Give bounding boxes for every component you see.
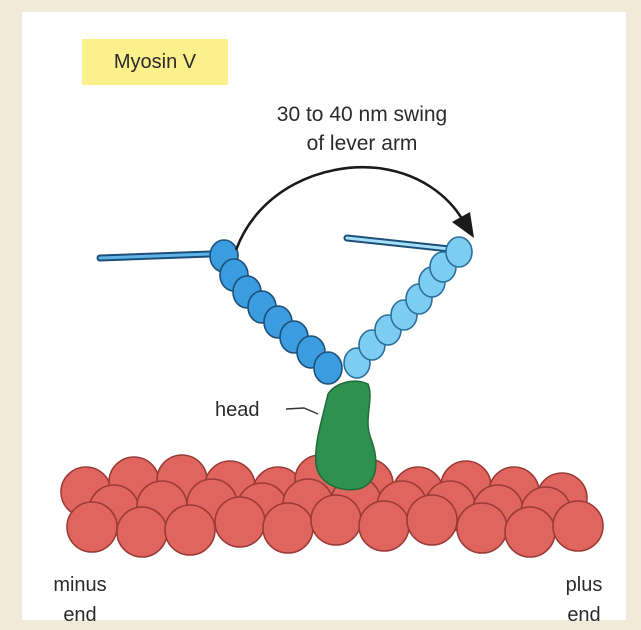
actin-subunit	[263, 503, 313, 553]
right-lever-arm	[344, 237, 472, 378]
lever-bead	[314, 352, 342, 384]
minus-end-label: minus end	[40, 570, 120, 630]
right-lever-rod	[347, 238, 459, 250]
actin-subunit	[311, 495, 361, 545]
actin-subunit	[553, 501, 603, 551]
left-lever-arm	[210, 240, 342, 384]
swing-annotation: 30 to 40 nm swing of lever arm	[237, 100, 487, 158]
actin-subunit	[165, 505, 215, 555]
plus-end-label-line2: end	[544, 600, 624, 630]
myosin-head	[316, 381, 376, 489]
actin-subunit	[117, 507, 167, 557]
swing-annotation-line1: 30 to 40 nm swing	[237, 100, 487, 129]
swing-annotation-line2: of lever arm	[237, 129, 487, 158]
minus-end-label-line1: minus	[40, 570, 120, 600]
arrowhead-icon	[452, 212, 474, 238]
figure-panel: Myosin V 30 to 40 nm swing of lever arm …	[22, 12, 626, 620]
actin-subunit	[505, 507, 555, 557]
actin-subunit	[67, 502, 117, 552]
actin-subunit	[407, 495, 457, 545]
head-label: head	[215, 398, 260, 422]
actin-subunit	[359, 501, 409, 551]
diagram-title: Myosin V	[82, 39, 228, 85]
plus-end-label: plus end	[544, 570, 624, 630]
actin-subunit	[215, 497, 265, 547]
lever-bead	[446, 237, 472, 267]
left-lever-rod	[100, 254, 210, 258]
actin-subunit	[457, 503, 507, 553]
plus-end-label-line1: plus	[544, 570, 624, 600]
minus-end-label-line2: end	[40, 600, 120, 630]
head-leader-line	[286, 408, 318, 414]
